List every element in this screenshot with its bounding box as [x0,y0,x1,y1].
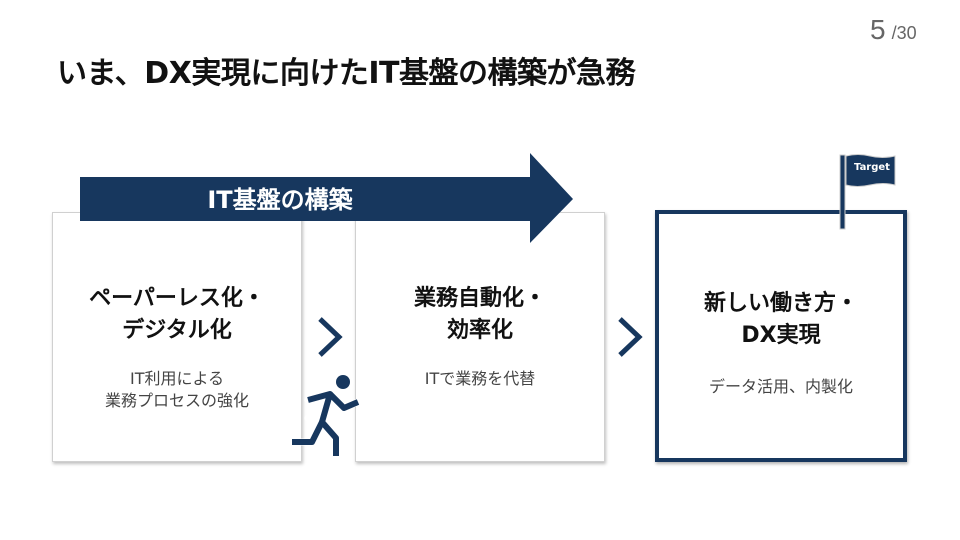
current-page: 5 [870,14,886,45]
total-pages: /30 [891,23,917,43]
chevron-right-icon [618,317,643,357]
target-flag-icon [839,154,896,230]
card-subtext: 業務プロセスの強化 [104,391,249,410]
slide-title: いま、DX実現に向けたIT基盤の構築が急務 [57,56,635,91]
card-subtext: IT利用による [129,369,224,388]
card-heading: DX実現 [741,323,821,348]
arrow-label: IT基盤の構築 [207,186,353,214]
card-subtext: データ活用、内製化 [708,377,853,396]
flag-label: Target [854,162,890,173]
card-heading: デジタル化 [122,318,232,343]
page-number: 5/30 [870,14,917,46]
card-subtext: ITで業務を代替 [424,369,536,388]
card-heading: 業務自動化・ [413,286,546,311]
card-heading: ペーパーレス化・ [89,286,265,311]
chevron-right-icon [318,317,343,357]
card-dx-target: 新しい働き方・ DX実現 データ活用、内製化 [655,210,907,462]
card-paperless: ペーパーレス化・デジタル化 IT利用による業務プロセスの強化 [52,212,302,462]
runner-icon [288,372,362,460]
card-heading: 効率化 [446,318,513,343]
progress-arrow [80,153,573,243]
card-heading: 新しい働き方・ [703,291,858,316]
card-automation: 業務自動化・効率化 ITで業務を代替 [355,212,605,462]
